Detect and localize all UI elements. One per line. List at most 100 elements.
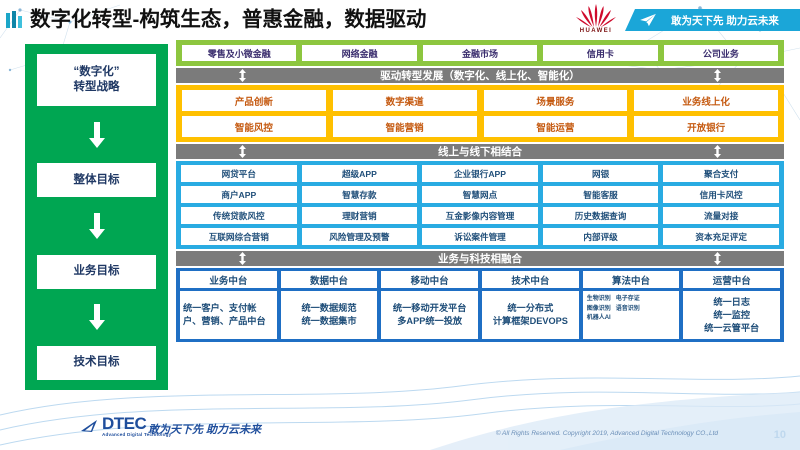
layers-column: 零售及小微金融 网络金融 金融市场 信用卡 公司业务 驱动转型发展（数字化、线上…	[176, 40, 784, 342]
platform-column-technology: 技术中台 统一分布式 计算框架DEVOPS	[482, 271, 579, 339]
app-item-ebank[interactable]: 网银	[542, 165, 659, 182]
sidebar-item-label: “数字化” 转型战略	[73, 66, 120, 93]
app-item-enterprise-bank-app[interactable]: 企业银行APP	[422, 165, 538, 182]
algo-item-robot-ai: 机器人AI	[586, 315, 611, 321]
app-item-risk-mgmt-warning[interactable]: 风险管理及预警	[301, 228, 418, 245]
double-arrow-icon	[239, 69, 246, 82]
paper-plane-icon	[640, 13, 656, 27]
business-line-financial-market[interactable]: 金融市场	[422, 45, 538, 61]
app-item-smart-customer-service[interactable]: 智能客服	[542, 186, 659, 203]
orange-item-smart-operation[interactable]: 智能运营	[483, 116, 628, 137]
sidebar-item-digital-strategy[interactable]: “数字化” 转型战略	[37, 54, 156, 106]
app-item-smart-branch[interactable]: 智慧网点	[422, 186, 538, 203]
orange-item-digital-channel[interactable]: 数字渠道	[332, 90, 477, 111]
sidebar-item-business-goal[interactable]: 业务目标	[37, 254, 156, 289]
sidebar-item-label: 技术目标	[73, 356, 120, 369]
orange-item-product-innovation[interactable]: 产品创新	[182, 90, 326, 111]
platform-head-technology[interactable]: 技术中台	[482, 271, 579, 288]
connector-bar-business-tech-fusion: 业务与科技相融合	[176, 251, 784, 266]
copyright-text: © All Rights Reserved. Copyright 2019, A…	[495, 430, 718, 437]
sidebar-arrow-3-icon	[86, 289, 108, 346]
platform-column-algorithm: 算法中台 生物识别 电子存证 图像识别 语音识别 机器人AI	[582, 271, 680, 339]
algo-item-speech-recognition: 语音识别	[615, 305, 640, 312]
app-item-traditional-loan-risk[interactable]: 传统贷款风控	[181, 207, 297, 224]
platform-head-business[interactable]: 业务中台	[180, 271, 277, 288]
app-item-capital-adequacy[interactable]: 资本充足评定	[663, 228, 779, 245]
orange-row: 智能风控 智能营销 智能运营 开放银行	[182, 116, 778, 137]
platform-head-mobile[interactable]: 移动中台	[381, 271, 479, 288]
app-item-wealth-marketing[interactable]: 理财营销	[301, 207, 418, 224]
business-line-internet-finance[interactable]: 网络金融	[302, 45, 417, 61]
app-item-smart-deposit[interactable]: 智慧存款	[301, 186, 418, 203]
orange-item-smart-risk-control[interactable]: 智能风控	[182, 116, 326, 137]
connector-label: 业务与科技相融合	[438, 253, 522, 265]
app-item-merchant-app[interactable]: 商户APP	[181, 186, 297, 203]
platform-column-mobile: 移动中台 统一移动开发平台 多APP统一投放	[381, 271, 479, 339]
orange-row: 产品创新 数字渠道 场景服务 业务线上化	[182, 90, 778, 111]
algo-item-e-certificate: 电子存证	[615, 296, 640, 302]
platform-head-algorithm[interactable]: 算法中台	[582, 271, 680, 288]
platform-head-operation[interactable]: 运营中台	[683, 271, 781, 288]
double-arrow-icon	[714, 252, 721, 265]
connector-label: 驱动转型发展（数字化、线上化、智能化）	[380, 70, 580, 82]
app-item-online-lending[interactable]: 网贷平台	[181, 165, 297, 182]
business-line-credit-card[interactable]: 信用卡	[543, 45, 658, 61]
application-layer-block: 网贷平台 超级APP 企业银行APP 网银 聚合支付 商户APP 智慧存款 智慧…	[176, 161, 784, 249]
slide-header: 数字化转型-构筑生态，普惠金融，数据驱动 HUAWEI 敢为天下先 助力云未来	[0, 0, 800, 40]
app-row: 网贷平台 超级APP 企业银行APP 网银 聚合支付	[181, 165, 779, 182]
strategy-sidebar: “数字化” 转型战略 整体目标 业务目标 技术目标	[25, 44, 168, 390]
sidebar-item-label: 业务目标	[73, 265, 120, 278]
app-item-aggregate-payment[interactable]: 聚合支付	[663, 165, 779, 182]
sidebar-arrow-2-icon	[86, 197, 108, 254]
app-row: 传统贷款风控 理财营销 互金影像内容管理 历史数据查询 流量对接	[181, 207, 779, 224]
platform-body-operation: 统一日志 统一监控 统一云管平台	[683, 291, 781, 339]
huawei-wordmark: HUAWEI	[579, 28, 613, 34]
sidebar-arrow-1-icon	[86, 106, 108, 163]
platform-body-technology: 统一分布式 计算框架DEVOPS	[482, 291, 579, 339]
app-item-image-content-mgmt[interactable]: 互金影像内容管理	[422, 207, 538, 224]
connector-bar-driving-transformation: 驱动转型发展（数字化、线上化、智能化）	[176, 68, 784, 83]
orange-item-business-online[interactable]: 业务线上化	[634, 90, 778, 111]
orange-item-scenario-service[interactable]: 场景服务	[483, 90, 628, 111]
app-row: 商户APP 智慧存款 智慧网点 智能客服 信用卡风控	[181, 186, 779, 203]
platform-column-operation: 运营中台 统一日志 统一监控 统一云管平台	[683, 271, 781, 339]
algo-item-biometrics: 生物识别	[586, 296, 611, 302]
platform-body-algorithm: 生物识别 电子存证 图像识别 语音识别 机器人AI	[582, 291, 680, 339]
app-item-historical-data-query[interactable]: 历史数据查询	[542, 207, 659, 224]
sidebar-item-technology-goal[interactable]: 技术目标	[37, 345, 156, 380]
platform-body-mobile: 统一移动开发平台 多APP统一投放	[381, 291, 479, 339]
huawei-logo: HUAWEI	[572, 3, 620, 37]
app-item-litigation-case-mgmt[interactable]: 诉讼案件管理	[422, 228, 538, 245]
page-title: 数字化转型-构筑生态，普惠金融，数据驱动	[30, 8, 427, 31]
app-item-internal-rating[interactable]: 内部评级	[542, 228, 659, 245]
sidebar-item-label: 整体目标	[73, 173, 120, 186]
title-bars-icon	[6, 11, 26, 28]
algo-item-image-recognition: 图像识别	[586, 305, 611, 312]
business-line-corporate[interactable]: 公司业务	[663, 45, 779, 61]
platform-column-business: 业务中台 统一客户、支付帐户、营销、产品中台	[180, 271, 277, 339]
double-arrow-icon	[714, 145, 721, 158]
huawei-flower-icon	[576, 4, 616, 28]
app-item-internet-marketing[interactable]: 互联网综合营销	[181, 228, 297, 245]
double-arrow-icon	[239, 252, 246, 265]
slide-footer: DTEC Advanced Digital Technology 敢为天下先 助…	[0, 400, 800, 450]
platform-body-business: 统一客户、支付帐户、营销、产品中台	[180, 291, 277, 339]
platform-body-data: 统一数据规范 统一数据集市	[280, 291, 378, 339]
app-item-credit-card-risk[interactable]: 信用卡风控	[663, 186, 779, 203]
dtec-mark-icon	[81, 420, 97, 432]
orange-item-open-banking[interactable]: 开放银行	[634, 116, 778, 137]
huawei-slogan-banner: 敢为天下先 助力云未来	[625, 9, 800, 31]
platform-column-data: 数据中台 统一数据规范 统一数据集市	[280, 271, 378, 339]
footer-slogan: 敢为天下先 助力云未来	[148, 424, 262, 436]
platform-head-data[interactable]: 数据中台	[280, 271, 378, 288]
connector-label: 线上与线下相结合	[438, 146, 522, 158]
business-line-retail[interactable]: 零售及小微金融	[182, 45, 297, 61]
sidebar-item-overall-goal[interactable]: 整体目标	[37, 163, 156, 198]
connector-bar-online-offline: 线上与线下相结合	[176, 144, 784, 159]
app-item-super-app[interactable]: 超级APP	[301, 165, 418, 182]
orange-item-smart-marketing[interactable]: 智能营销	[332, 116, 477, 137]
app-item-traffic-docking[interactable]: 流量对接	[663, 207, 779, 224]
middle-platform-block: 业务中台 统一客户、支付帐户、营销、产品中台 数据中台 统一数据规范 统一数据集…	[176, 268, 784, 342]
banner-slogan-text: 敢为天下先 助力云未来	[671, 14, 779, 27]
